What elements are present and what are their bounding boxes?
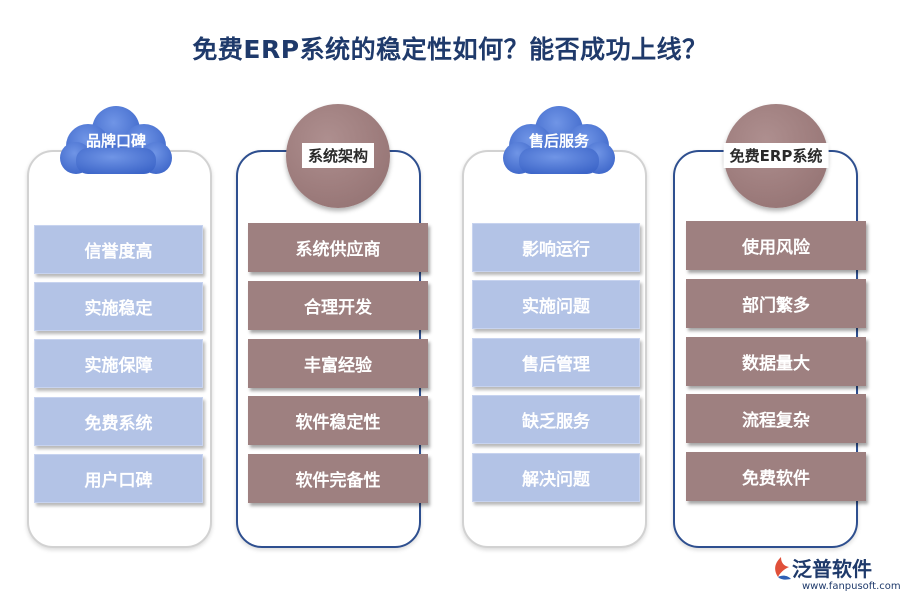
list-item: 使用风险 <box>686 221 866 270</box>
list-item: 解决问题 <box>472 453 640 502</box>
page-title: 免费ERP系统的稳定性如何？能否成功上线？ <box>192 35 708 64</box>
list-item: 免费软件 <box>686 452 866 501</box>
list-item: 流程复杂 <box>686 394 866 443</box>
list-item: 实施保障 <box>34 339 203 388</box>
list-item: 免费系统 <box>34 397 203 446</box>
logo-name: 泛普软件 <box>792 557 872 581</box>
list-item: 售后管理 <box>472 338 640 387</box>
list-item: 系统供应商 <box>248 223 428 272</box>
list-item: 软件稳定性 <box>248 396 428 445</box>
list-item: 缺乏服务 <box>472 395 640 444</box>
brand-logo: 泛普软件 www.fanpusoft.com <box>770 553 900 595</box>
list-item: 丰富经验 <box>248 339 428 388</box>
column-heading: 售后服务 <box>528 132 589 150</box>
list-item: 部门繁多 <box>686 279 866 328</box>
list-item: 实施稳定 <box>34 282 203 331</box>
circle-header-system-architecture: 系统架构 <box>286 104 390 208</box>
cloud-icon <box>503 106 615 174</box>
logo-mark-icon <box>775 557 791 580</box>
column-heading: 免费ERP系统 <box>723 143 829 168</box>
cloud-header-brand-reputation: 品牌口碑 <box>56 100 176 182</box>
list-item: 信誉度高 <box>34 225 203 274</box>
list-item: 数据量大 <box>686 337 866 386</box>
list-item: 合理开发 <box>248 281 428 330</box>
cloud-header-after-sales: 售后服务 <box>499 100 619 182</box>
cloud-icon <box>60 106 172 174</box>
list-item: 软件完备性 <box>248 454 428 503</box>
list-item: 实施问题 <box>472 280 640 329</box>
list-item: 用户口碑 <box>34 454 203 503</box>
circle-header-free-erp: 免费ERP系统 <box>723 104 829 208</box>
logo-url: www.fanpusoft.com <box>802 581 900 592</box>
list-item: 影响运行 <box>472 223 640 272</box>
column-heading: 品牌口碑 <box>85 132 146 150</box>
column-heading: 系统架构 <box>301 143 375 168</box>
